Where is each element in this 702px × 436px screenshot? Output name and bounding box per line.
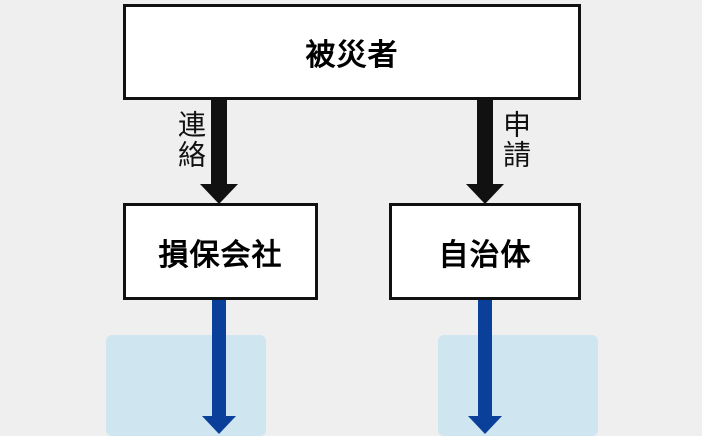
contact-edge-label: 連絡 xyxy=(174,110,207,170)
insurer-node: 損保会社 xyxy=(123,203,318,300)
municipality-label: 自治体 xyxy=(438,237,532,273)
arrow-victim-to-municipality xyxy=(466,100,504,204)
arrow-head xyxy=(200,184,238,204)
arrow-victim-to-insurer xyxy=(200,100,238,204)
right-lower-panel xyxy=(438,335,598,436)
victim-node: 被災者 xyxy=(123,4,581,100)
arrow-head xyxy=(468,416,502,434)
insurer-label: 損保会社 xyxy=(158,237,283,273)
left-lower-panel xyxy=(106,335,266,436)
arrow-insurer-down xyxy=(202,300,236,434)
victim-label: 被災者 xyxy=(305,38,399,73)
apply-edge-label: 申請 xyxy=(499,110,532,170)
municipality-node: 自治体 xyxy=(389,203,581,300)
arrow-shaft xyxy=(477,100,493,186)
arrow-head xyxy=(466,184,504,204)
arrow-shaft xyxy=(211,100,227,186)
arrow-shaft xyxy=(478,300,492,418)
arrow-head xyxy=(202,416,236,434)
arrow-municipality-down xyxy=(468,300,502,434)
arrow-shaft xyxy=(212,300,226,418)
